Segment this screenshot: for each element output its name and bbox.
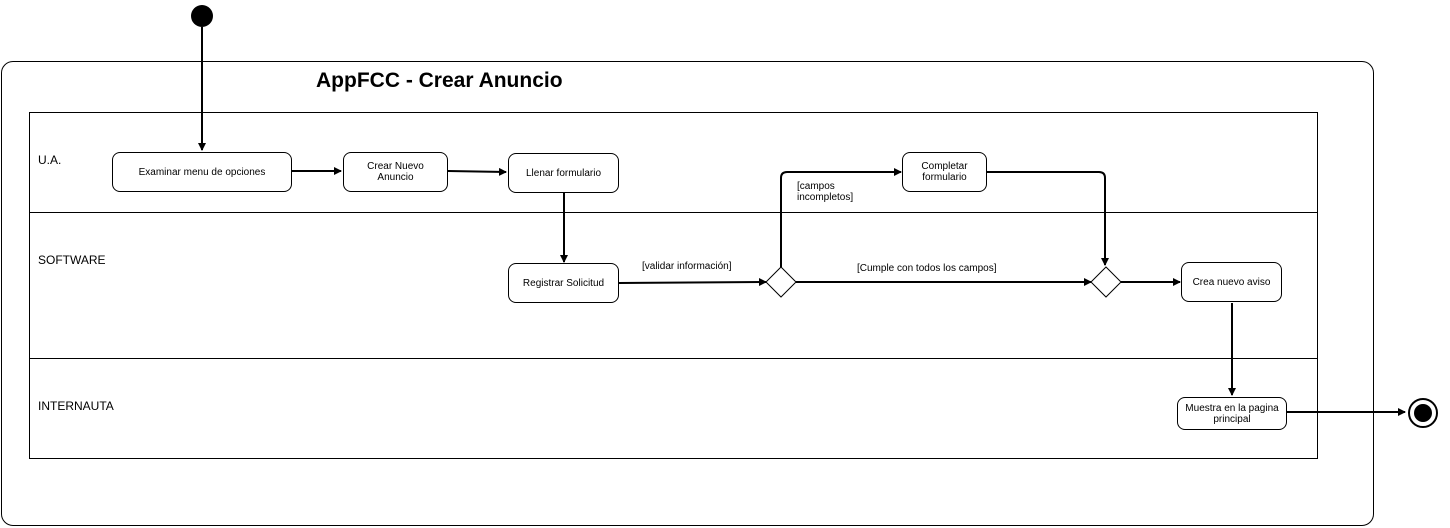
activity-examinar-menu: Examinar menu de opciones xyxy=(112,152,292,192)
edge-decision-completar xyxy=(780,168,902,267)
activity-completar-formulario: Completar formulario xyxy=(902,152,987,192)
activity-registrar-solicitud: Registrar Solicitud xyxy=(508,263,619,303)
merge-node xyxy=(1090,266,1122,298)
diagram-frame xyxy=(1,61,1374,526)
edge-completar-merge xyxy=(987,171,1109,266)
initial-node xyxy=(191,5,213,27)
edge-registrar-decision xyxy=(618,278,767,287)
decision-node xyxy=(765,266,797,298)
activity-crear-anuncio: Crear Nuevo Anuncio xyxy=(343,152,448,192)
final-node-inner xyxy=(1414,404,1432,422)
guard-campos-incompletos: [campos incompletos] xyxy=(797,181,854,203)
activity-llenar-formulario: Llenar formulario xyxy=(508,153,619,193)
diagram-title: AppFCC - Crear Anuncio xyxy=(316,69,563,92)
swimlane-software: SOFTWARE xyxy=(29,212,1318,359)
lane-label-software: SOFTWARE xyxy=(38,253,106,267)
lane-label-ua: U.A. xyxy=(38,153,62,167)
swimlane-ua: U.A. xyxy=(29,112,1318,213)
activity-muestra-pagina: Muestra en la pagina principal xyxy=(1177,397,1287,430)
activity-crea-aviso: Crea nuevo aviso xyxy=(1181,262,1282,302)
swimlane-internauta: INTERNAUTA xyxy=(29,358,1318,459)
lane-label-internauta: INTERNAUTA xyxy=(38,399,114,413)
guard-validar: [validar información] xyxy=(642,261,732,272)
guard-cumple: [Cumple con todos los campos] xyxy=(857,263,997,274)
edge-crear-llenar xyxy=(447,167,507,176)
